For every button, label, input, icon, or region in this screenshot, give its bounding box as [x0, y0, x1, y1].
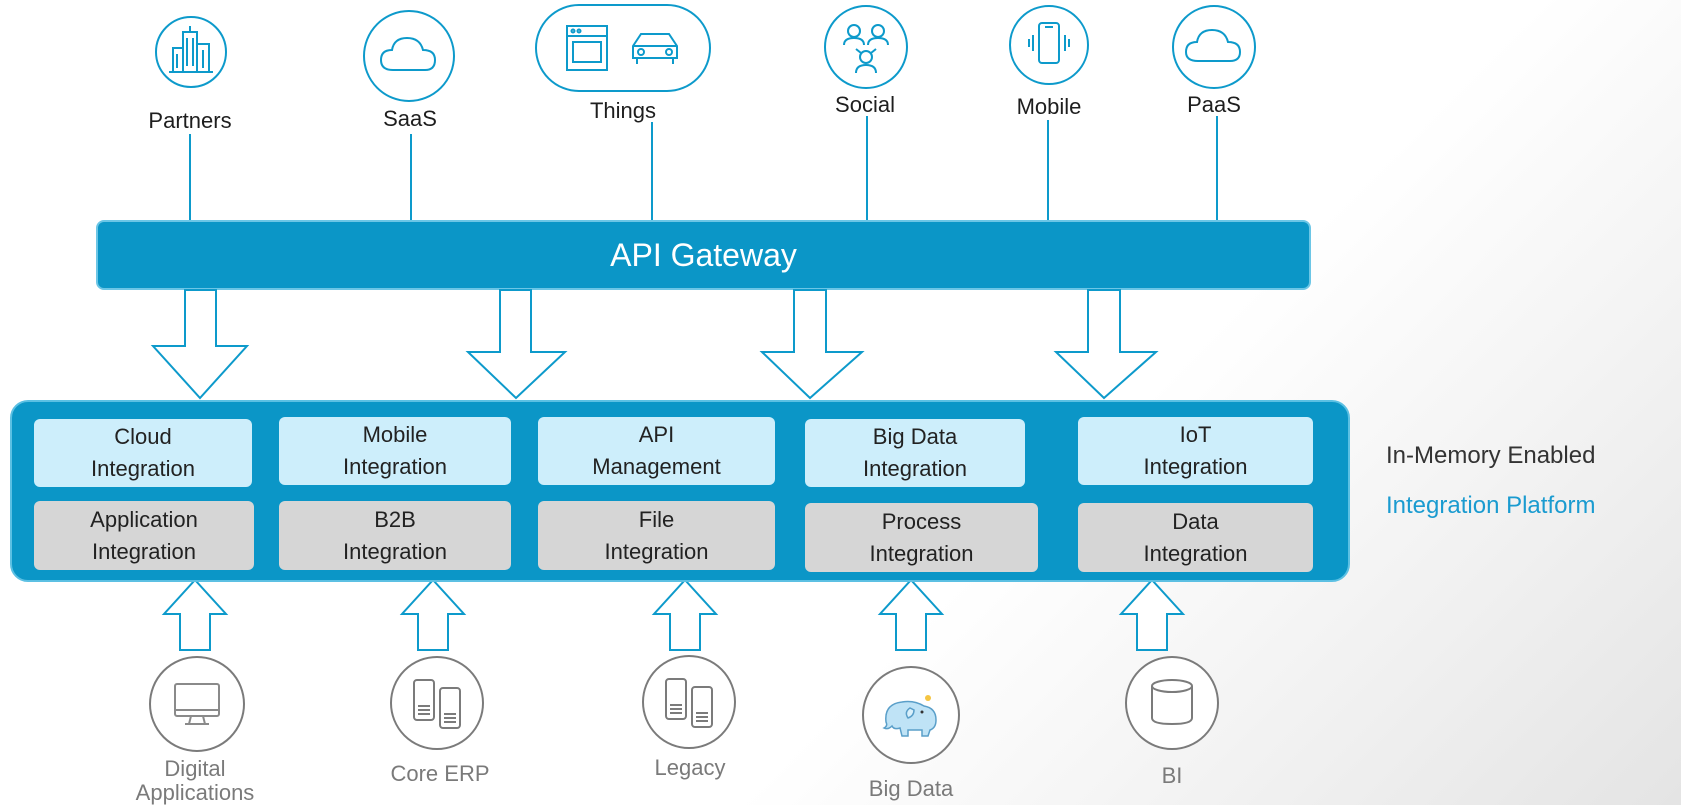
up-arrow-5: [1118, 578, 1186, 651]
connector-mobile: [1047, 120, 1049, 222]
file-integration-box[interactable]: File Integration: [538, 501, 775, 570]
servers-icon: [665, 678, 713, 728]
legacy-node[interactable]: [642, 655, 736, 749]
core-erp-label: Core ERP: [390, 761, 490, 786]
connector-things: [651, 122, 653, 222]
api-management-box[interactable]: API Management: [538, 417, 775, 485]
elephant-icon: [882, 695, 937, 737]
connector-partners: [189, 134, 191, 222]
digital-applications-node[interactable]: [149, 656, 245, 752]
api-gateway-bar[interactable]: API Gateway: [96, 220, 1311, 290]
api-gateway-label: API Gateway: [610, 236, 797, 273]
up-arrow-1: [161, 578, 229, 651]
servers-icon: [413, 679, 461, 729]
big-data-integration-box[interactable]: Big Data Integration: [805, 419, 1025, 487]
iot-integration-box[interactable]: IoT Integration: [1078, 417, 1313, 485]
down-arrow-1: [150, 289, 250, 400]
mobile-integration-box[interactable]: Mobile Integration: [279, 417, 511, 485]
monitor-icon: [174, 683, 220, 725]
building-icon: [169, 26, 213, 73]
cloud-integration-box[interactable]: Cloud Integration: [34, 419, 252, 487]
appliance-car-icon: [566, 25, 678, 71]
big-data-node[interactable]: [862, 666, 960, 764]
process-integration-box[interactable]: Process Integration: [805, 503, 1038, 572]
legacy-label: Legacy: [654, 755, 726, 780]
mobile-label: Mobile: [1016, 94, 1082, 119]
bi-node[interactable]: [1125, 656, 1219, 750]
cloud-icon: [1184, 28, 1242, 62]
core-erp-node[interactable]: [390, 656, 484, 750]
bi-label: BI: [1161, 763, 1183, 788]
mobile-node[interactable]: [1009, 5, 1089, 85]
down-arrow-2: [465, 289, 568, 400]
application-integration-box[interactable]: Application Integration: [34, 501, 254, 570]
digital-applications-label: Digital Applications: [135, 756, 255, 805]
partners-node[interactable]: [155, 16, 227, 88]
connector-paas: [1216, 116, 1218, 222]
up-arrow-2: [399, 578, 467, 651]
saas-label: SaaS: [383, 106, 437, 131]
b2b-integration-box[interactable]: B2B Integration: [279, 501, 511, 570]
social-label: Social: [835, 92, 895, 117]
paas-node[interactable]: [1172, 5, 1256, 89]
down-arrow-3: [759, 289, 865, 400]
database-icon: [1151, 679, 1193, 726]
paas-label: PaaS: [1187, 92, 1241, 117]
big-data-label: Big Data: [868, 776, 954, 801]
social-node[interactable]: [824, 5, 908, 89]
people-icon: [843, 24, 889, 74]
phone-icon: [1028, 22, 1070, 64]
connector-saas: [410, 134, 412, 222]
up-arrow-3: [651, 578, 719, 651]
saas-node[interactable]: [363, 10, 455, 102]
up-arrow-4: [877, 578, 945, 651]
down-arrow-4: [1053, 289, 1159, 400]
things-node[interactable]: [535, 4, 711, 92]
data-integration-box[interactable]: Data Integration: [1078, 503, 1313, 572]
things-label: Things: [589, 98, 657, 123]
side-subtitle: Integration Platform: [1386, 492, 1596, 519]
side-title: In-Memory Enabled: [1386, 442, 1596, 469]
partners-label: Partners: [148, 108, 232, 133]
cloud-icon: [379, 36, 437, 71]
connector-social: [866, 116, 868, 222]
